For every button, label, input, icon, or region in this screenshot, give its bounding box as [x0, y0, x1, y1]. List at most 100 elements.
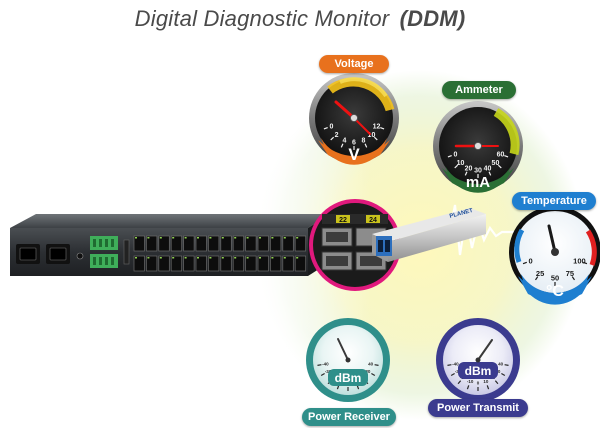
page-title: Digital Diagnostic Monitor (DDM) — [0, 6, 600, 32]
port-led — [259, 257, 261, 259]
rj45-port — [208, 235, 220, 252]
ammeter-tick-label: 50 — [492, 160, 500, 167]
port-led — [271, 237, 274, 239]
rj45-port — [133, 235, 145, 252]
ammeter-tick-label: 60 — [497, 152, 505, 159]
rj45-port — [146, 235, 158, 252]
rj45-port — [183, 255, 195, 272]
voltage-tick-mark — [340, 143, 344, 148]
rj45-port — [245, 235, 257, 252]
rj45-port — [282, 235, 294, 252]
rj45-port — [220, 235, 232, 252]
port-led — [135, 237, 137, 239]
temperature-tick-label: 75 — [566, 269, 574, 278]
power-receiver-label-text: Power Receiver — [308, 411, 390, 423]
rj45-port — [257, 255, 269, 272]
power-transmit-label: Power Transmit — [428, 399, 528, 417]
voltage-tick-label: 10 — [368, 132, 376, 139]
voltage-tick-mark — [323, 127, 328, 130]
ammeter-tick-mark — [497, 164, 502, 169]
temperature-label: Temperature — [512, 192, 596, 210]
power-receiver-tick-mark — [374, 364, 379, 366]
power-transmit-tick-mark — [457, 380, 462, 385]
ammeter-tick-label: 10 — [457, 160, 465, 167]
rj45-port — [170, 255, 183, 272]
voltage-tick-label: 6 — [352, 139, 356, 146]
port-led — [234, 257, 237, 259]
rj45-ports — [133, 235, 307, 272]
title-emphasis: (DDM) — [399, 6, 466, 31]
voltage-tick-label: 8 — [362, 137, 366, 144]
port-led — [159, 237, 162, 239]
voltage-tick-mark — [380, 127, 385, 130]
port-led — [271, 257, 274, 259]
rj45-port — [270, 235, 282, 252]
ammeter-tick-mark — [454, 164, 459, 169]
power-transmit-tick-label: 40 — [498, 362, 504, 367]
rj45-port — [282, 255, 294, 272]
port-led — [246, 257, 249, 259]
temperature-tick-mark — [522, 261, 528, 265]
port-led — [197, 257, 199, 259]
power-transmit-tick-mark — [450, 372, 455, 377]
power-transmit-tick-label: 10 — [483, 379, 489, 384]
port-led — [259, 237, 261, 239]
rj45-port — [257, 235, 269, 252]
title-main: Digital Diagnostic Monitor — [134, 6, 390, 31]
temperature-tick-label: 0 — [528, 257, 532, 266]
port-led — [147, 257, 150, 259]
voltage-unit: V — [348, 145, 360, 164]
power-transmit-tick-label: -40 — [452, 362, 459, 367]
power-receiver-tick-label: 40 — [368, 362, 374, 367]
voltage-tick-mark — [364, 143, 368, 148]
power-transmit-tick-mark — [494, 380, 499, 385]
power-transmit-unit: dBm — [465, 364, 492, 378]
ammeter-unit: mA — [466, 174, 490, 191]
rj45-port — [294, 255, 307, 272]
ammeter-label-text: Ammeter — [455, 84, 503, 96]
power-transmit-tick-label: -10 — [467, 379, 474, 384]
power-transmit-tick-label: 0 — [477, 381, 480, 386]
port-led — [283, 257, 286, 259]
power-receiver-tick-label: -30 — [325, 369, 332, 374]
ammeter-label: Ammeter — [442, 81, 516, 99]
power-receiver-tick-label: -40 — [322, 362, 329, 367]
port-led — [234, 237, 237, 239]
port-led — [209, 257, 212, 259]
ammeter-tick-mark — [488, 171, 492, 176]
rj45-port — [170, 235, 183, 252]
rj45-port — [158, 255, 170, 272]
power-receiver-tick-mark — [317, 364, 322, 366]
port-led — [296, 237, 299, 239]
power-transmit-tick-mark — [486, 385, 490, 390]
port-led — [221, 257, 224, 259]
rj45-port — [232, 235, 245, 252]
network-switch — [10, 214, 330, 276]
port-led — [172, 237, 175, 239]
power-receiver-gauge: -40-30-20-10010203040 dBm — [306, 318, 390, 402]
port-led — [197, 237, 199, 239]
power-transmit-gauge: -40-30-20-10010203040 dBm — [436, 318, 520, 402]
power-receiver-label: Power Receiver — [302, 408, 396, 426]
temperature-tick-mark — [535, 276, 539, 281]
port-led — [184, 257, 187, 259]
temperature-tick-mark — [582, 261, 588, 265]
ammeter-tick-mark — [447, 155, 452, 158]
voltage-label: Voltage — [319, 55, 389, 73]
ammeter-tick-label: 30 — [474, 167, 482, 174]
temperature-tick-label: 25 — [536, 269, 544, 278]
temperature-unit: °C — [546, 283, 564, 300]
rj45-port — [208, 255, 220, 272]
port-led — [184, 237, 187, 239]
voltage-label-text: Voltage — [334, 58, 374, 70]
port-number-24: 24 — [369, 217, 377, 224]
ammeter-tick-label: 40 — [484, 165, 492, 172]
port-led — [135, 257, 137, 259]
rj45-port — [245, 255, 257, 272]
port-led — [246, 237, 249, 239]
power-transmit-tick-mark — [504, 364, 509, 366]
ammeter-tick-mark — [504, 155, 509, 158]
